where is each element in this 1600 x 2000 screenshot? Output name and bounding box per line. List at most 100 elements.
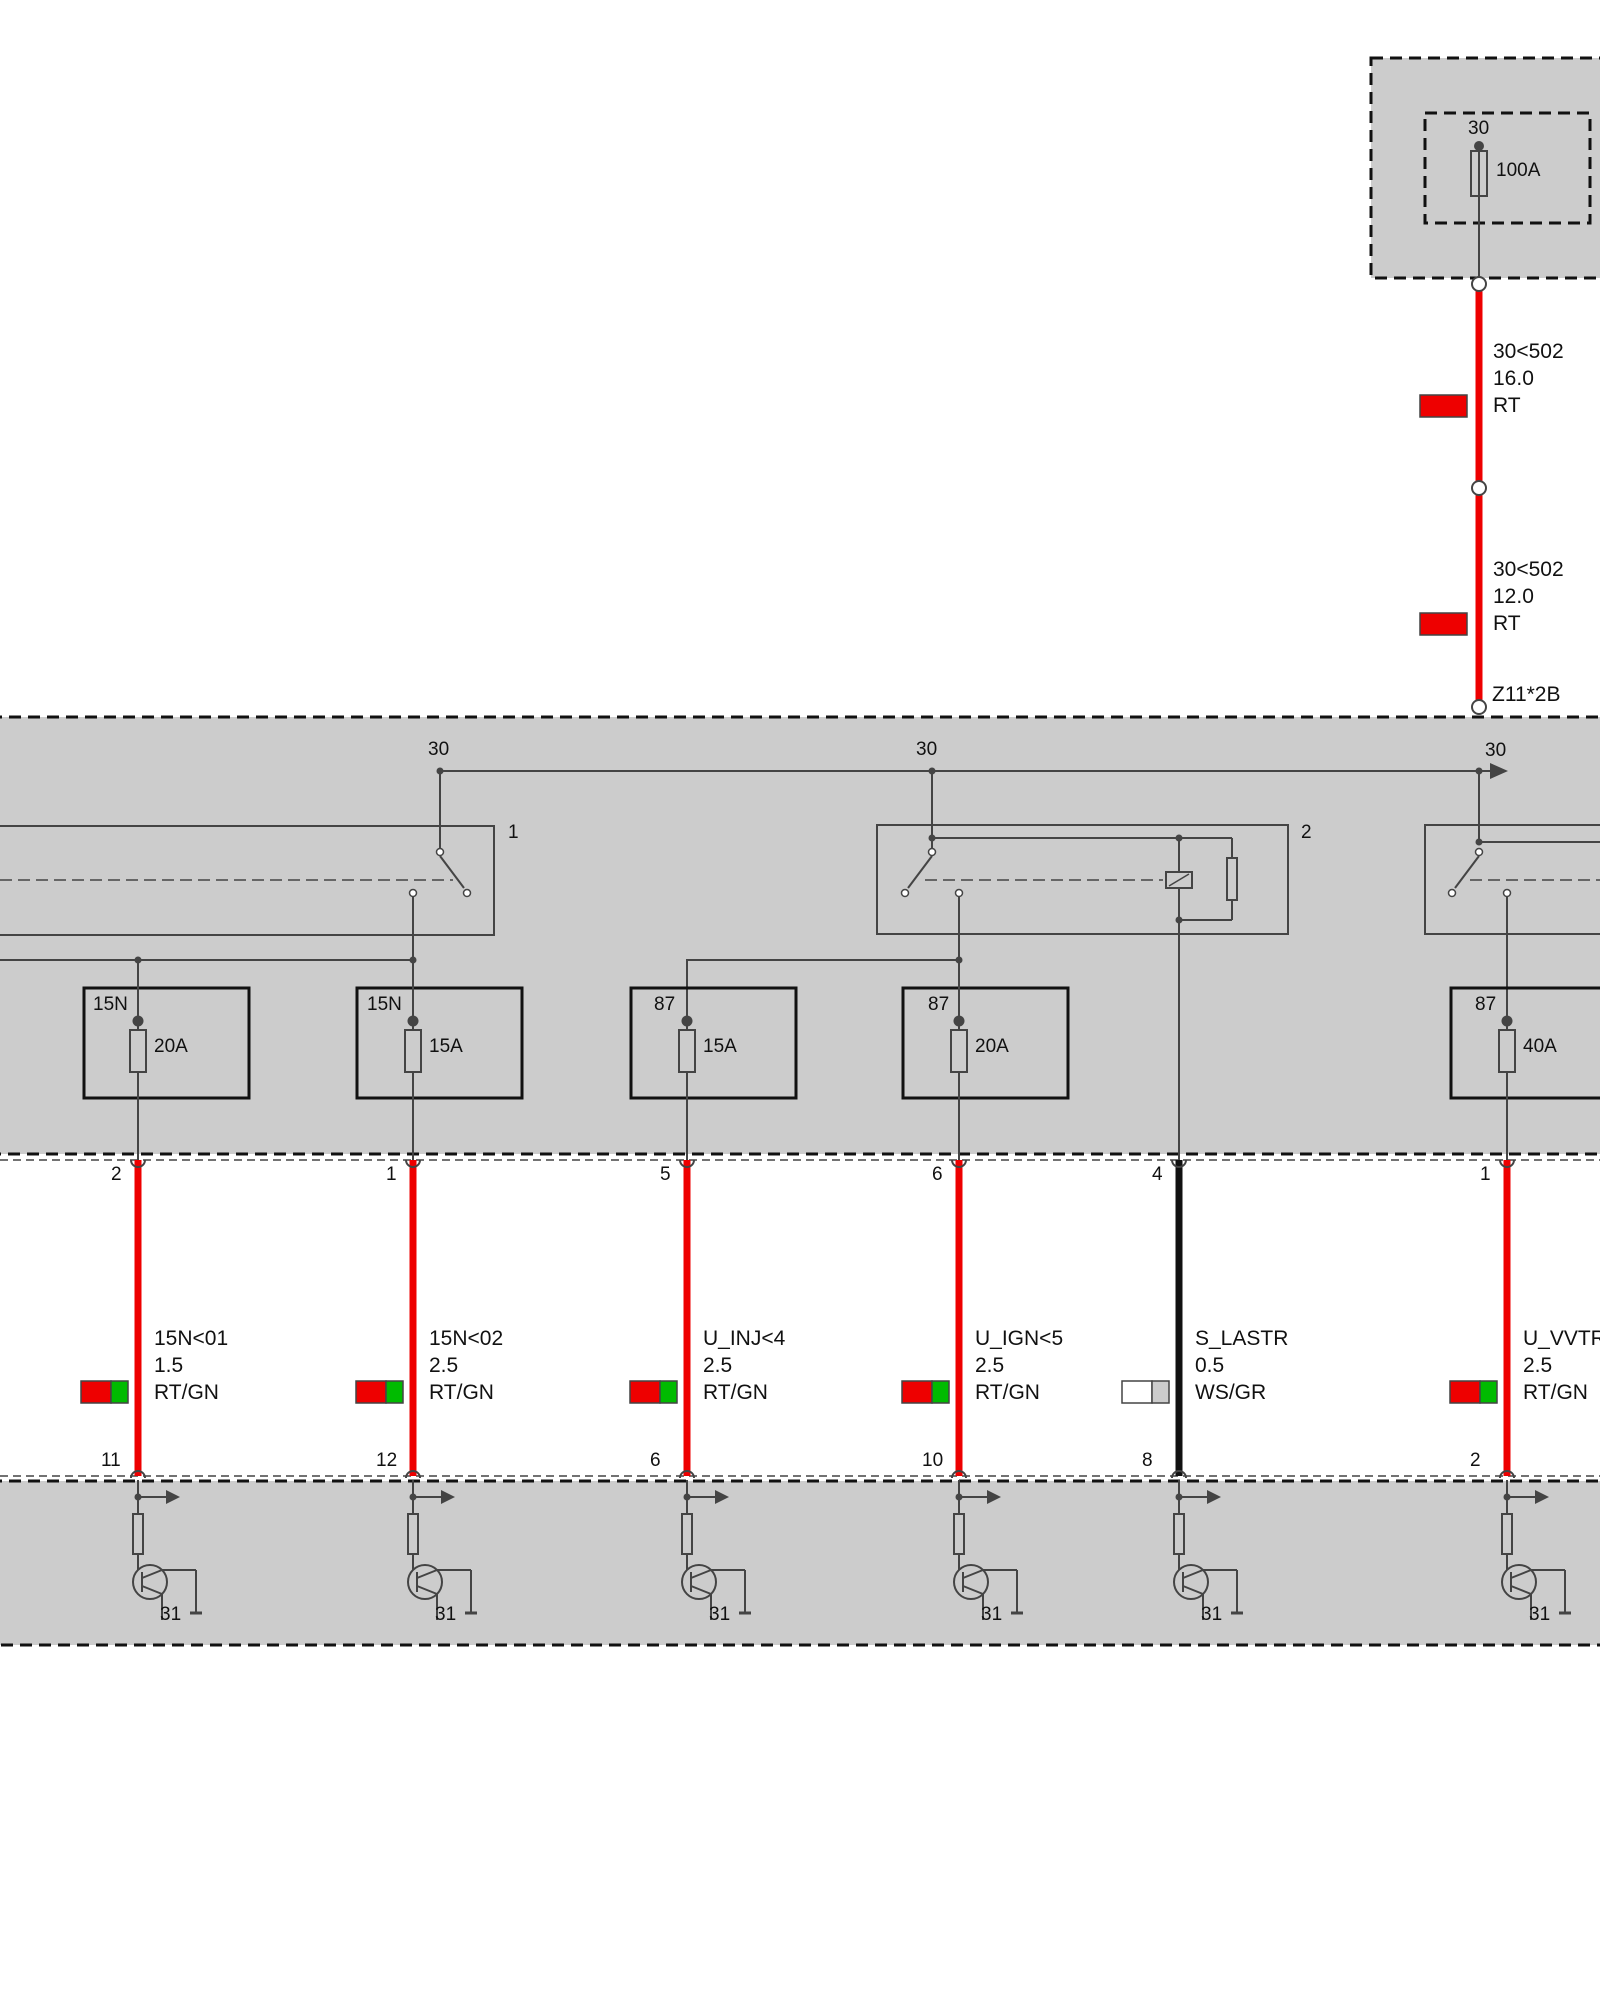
wire-3-sense-arrow-icon — [715, 1490, 729, 1504]
wire-4-transistor-icon — [953, 1564, 989, 1600]
wire-layer: 2 11 15N<01 1.5RT/GN 31 1 12 15N<02 2.5RT/GN 31 5 6… — [80, 1159, 1600, 1625]
wire-3-name: U_INJ<4 — [703, 1327, 786, 1350]
bus-terminal-label-1: 30 — [428, 739, 449, 760]
wire-3-color-swatch-primary — [629, 1380, 661, 1404]
wire-6-size: 2.5 — [1523, 1354, 1552, 1377]
wire-1-transistor-emitter — [141, 1585, 163, 1595]
wire-1-pin-bottom: 11 — [101, 1450, 121, 1471]
wire-6-sense-arrow-icon — [1535, 1490, 1549, 1504]
wire-4-pin-top: 6 — [932, 1164, 943, 1185]
wire-4-bottom-pin-icon — [951, 1470, 967, 1479]
fuse-f2-terminal: 15N — [367, 994, 402, 1015]
wire-6-transistor-icon — [1501, 1564, 1537, 1600]
wire-2-bottom-pin-icon — [405, 1470, 421, 1479]
feed-splice — [1471, 480, 1487, 496]
wire-3-pin-bottom: 6 — [650, 1450, 661, 1471]
bus-terminal-label-3: 30 — [1485, 740, 1506, 761]
wire-3-transistor-icon — [681, 1564, 717, 1600]
wire-3-bottom-pin-icon — [679, 1470, 695, 1479]
wire-6-color-code: RT/GN — [1523, 1381, 1588, 1404]
wire-3-transistor-emitter — [690, 1585, 712, 1595]
relay-2 — [876, 771, 1289, 960]
wire-5-top-pin-icon — [1171, 1159, 1187, 1168]
wire-4-sense-arrow-icon — [987, 1490, 1001, 1504]
wire-5-name: S_LASTR — [1195, 1327, 1288, 1350]
wire-1-size: 1.5 — [154, 1354, 183, 1377]
wire-5-pin-top: 4 — [1152, 1164, 1163, 1185]
wire-1-pin-top: 2 — [111, 1164, 122, 1185]
control-unit-box — [0, 1479, 1600, 1647]
wire-2-color-swatch-primary — [355, 1380, 387, 1404]
relay-3 — [1424, 771, 1600, 1020]
wire-2-sense-arrow-icon — [441, 1490, 455, 1504]
main-fuse-housing — [1423, 111, 1592, 225]
wire-6-pin-top: 1 — [1480, 1164, 1491, 1185]
wire-1-top-pin-icon — [130, 1159, 146, 1168]
wire-6-color-swatch-primary — [1449, 1380, 1481, 1404]
wire-6-color-swatch-secondary — [1479, 1380, 1498, 1404]
wire-6-transistor-emitter — [1510, 1585, 1532, 1595]
wire-2-top-pin-icon — [405, 1159, 421, 1168]
wire-5-bottom-pin-icon — [1171, 1470, 1187, 1479]
fuse-f1-rating: 20A — [154, 1036, 188, 1057]
wire-2-ground-label: 31 — [435, 1604, 456, 1625]
main-fuse-terminal: 30 — [1468, 118, 1489, 139]
wire-4-size: 2.5 — [975, 1354, 1004, 1377]
wire-4-transistor-emitter — [962, 1585, 984, 1595]
relay-2-output-line — [686, 959, 959, 1020]
wire-5-sense-arrow-icon — [1207, 1490, 1221, 1504]
wire-4-ground-label: 31 — [981, 1604, 1002, 1625]
wire-3-color-swatch-secondary — [659, 1380, 678, 1404]
fuse-f4-terminal: 87 — [928, 994, 949, 1015]
wire-4-top-pin-icon — [951, 1159, 967, 1168]
wire-5-size: 0.5 — [1195, 1354, 1224, 1377]
feed-1-color-code: RT — [1493, 394, 1521, 417]
wire-6-ground-label: 31 — [1529, 1604, 1550, 1625]
connector-label: Z11*2B — [1492, 683, 1561, 706]
fuse-f3-rating: 15A — [703, 1036, 737, 1057]
wire-1-name: 15N<01 — [154, 1327, 228, 1350]
wire-3-size: 2.5 — [703, 1354, 732, 1377]
wire-2-size: 2.5 — [429, 1354, 458, 1377]
wire-5-color-swatch-secondary — [1151, 1380, 1170, 1404]
wire-5-color-code: WS/GR — [1195, 1381, 1266, 1404]
wire-5-transistor-emitter — [1182, 1585, 1204, 1595]
fuse-f2 — [355, 960, 524, 1160]
fuse-f5-rating: 40A — [1523, 1036, 1557, 1057]
wire-2-name: 15N<02 — [429, 1327, 503, 1350]
wire-2-color-code: RT/GN — [429, 1381, 494, 1404]
wire-1-bottom-pin-icon — [130, 1470, 146, 1479]
wire-3-color-code: RT/GN — [703, 1381, 768, 1404]
wire-3-ground-label: 31 — [709, 1604, 730, 1625]
wire-4-name: U_IGN<5 — [975, 1327, 1063, 1350]
feed-2-size: 12.0 — [1493, 585, 1534, 608]
feed-2-color-swatch — [1419, 612, 1468, 636]
fuse-f3-terminal: 87 — [654, 994, 675, 1015]
wire-3-pin-top: 5 — [660, 1164, 671, 1185]
wire-2-pin-bottom: 12 — [376, 1450, 397, 1471]
wire-2-transistor-collector — [416, 1569, 438, 1579]
wire-3-top-pin-icon — [679, 1159, 695, 1168]
wire-1-color-code: RT/GN — [154, 1381, 219, 1404]
wire-6-top-pin-icon — [1499, 1159, 1515, 1168]
wire-1-sense-arrow-icon — [166, 1490, 180, 1504]
wire-4-color-swatch-primary — [901, 1380, 933, 1404]
fuse-f4 — [901, 960, 1070, 1160]
wire-4-color-swatch-secondary — [931, 1380, 950, 1404]
feed-1-size: 16.0 — [1493, 367, 1534, 390]
relay-1 — [0, 771, 495, 960]
fuse-f5 — [1449, 986, 1600, 1160]
wire-5-transistor-collector — [1182, 1569, 1204, 1579]
relay-2-label: 2 — [1301, 822, 1312, 843]
feed-2-name: 30<502 — [1493, 558, 1564, 581]
wire-2-color-swatch-secondary — [385, 1380, 404, 1404]
wire-1-color-swatch-secondary — [110, 1380, 129, 1404]
wire-6-name: U_VVTR — [1523, 1327, 1600, 1350]
feed-2-color-code: RT — [1493, 612, 1521, 635]
wire-1-color-swatch-primary — [80, 1380, 112, 1404]
feed-1-name: 30<502 — [1493, 340, 1564, 363]
feed-connector-bottom — [1471, 699, 1487, 715]
wire-5-transistor-icon — [1173, 1564, 1209, 1600]
main-fuse-rating: 100A — [1496, 160, 1541, 181]
